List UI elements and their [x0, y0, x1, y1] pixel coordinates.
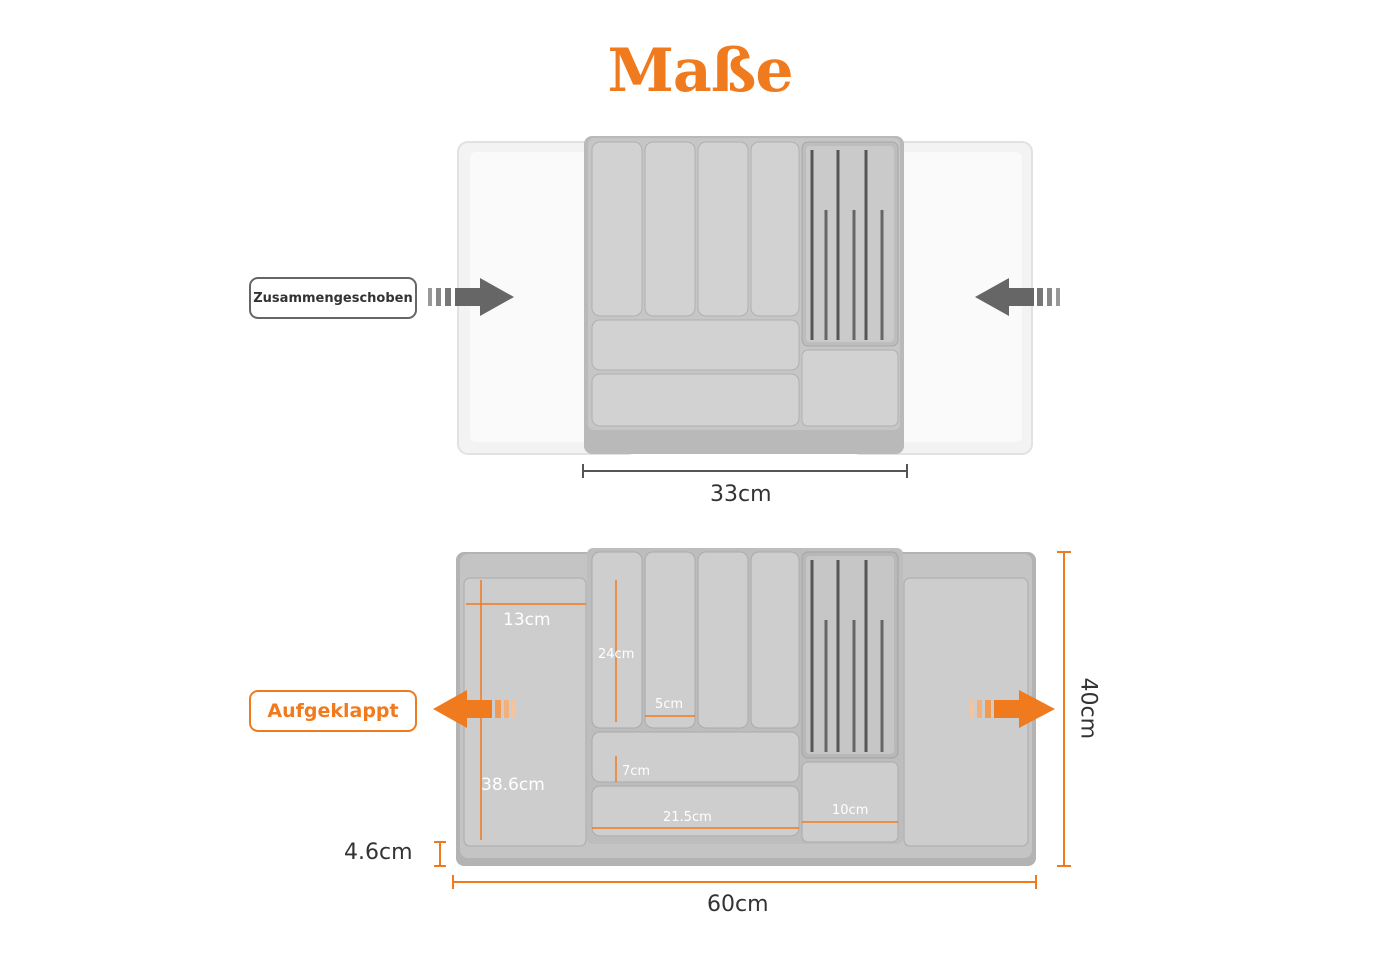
slot-length-label: 24cm: [598, 647, 635, 662]
collapse-arrow-left: [428, 278, 514, 316]
expanded-state-label: Aufgeklappt: [249, 690, 417, 732]
expand-arrow-right: [970, 690, 1055, 728]
expanded-organizer: [456, 548, 1036, 866]
side-compartment-length-label: 38.6cm: [481, 775, 545, 795]
expand-arrow-left: [433, 690, 516, 728]
width-expanded-dimension-line: [452, 875, 1037, 889]
height-dimension-line: [434, 841, 446, 867]
collapsed-organizer: [584, 136, 904, 454]
knife-block-width-label: 10cm: [832, 803, 869, 818]
depth-label: 40cm: [1075, 677, 1101, 740]
collapse-arrow-right: [975, 278, 1060, 316]
bottom-slot-length-label: 21.5cm: [663, 810, 712, 825]
inner-dimension-lines: [466, 580, 898, 840]
depth-dimension-line: [1057, 551, 1071, 867]
width-collapsed-label: 33cm: [710, 482, 772, 507]
width-expanded-label: 60cm: [707, 892, 769, 917]
page-title: Maße: [607, 36, 793, 106]
bottom-slot-depth-label: 7cm: [622, 764, 651, 779]
collapsed-state-label: Zusammengeschoben: [249, 277, 417, 319]
side-compartment-width-label: 13cm: [503, 610, 551, 630]
slot-width-label: 5cm: [655, 697, 684, 712]
height-label: 4.6cm: [344, 840, 413, 865]
width-collapsed-dimension-line: [582, 464, 908, 478]
